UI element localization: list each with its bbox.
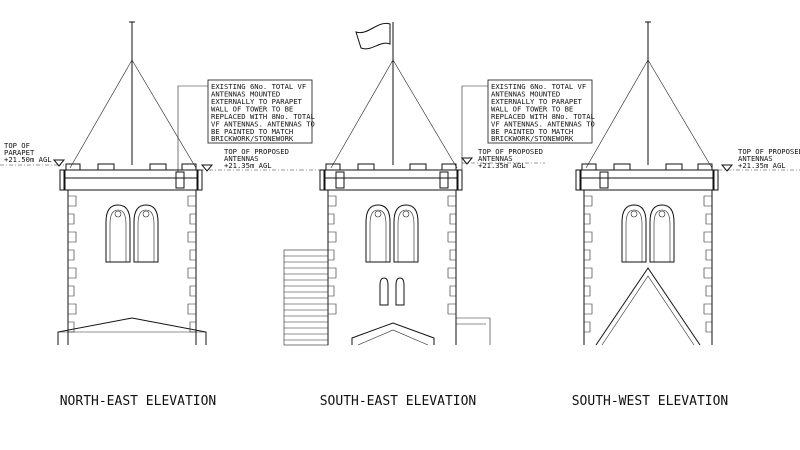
note-line-8: BRICKWORK/STONEWORK (211, 134, 294, 143)
antenna-right (456, 169, 463, 191)
nave-roof (57, 317, 207, 345)
elevation-title-south-west: SOUTH-WEST ELEVATION (572, 394, 729, 409)
antenna-right (196, 169, 203, 191)
parapet-band (323, 169, 459, 191)
antenna-front (599, 171, 609, 189)
proposed-level-line-1: TOP OF PROPOSED (478, 147, 543, 156)
nave-roof-left (283, 249, 329, 346)
belfry-window (105, 204, 159, 263)
tower-walls (583, 190, 713, 345)
elevation-title-north-east: NORTH-EAST ELEVATION (60, 394, 217, 409)
nave-roof-gable (595, 267, 701, 346)
note-line-7: BE PAINTED TO MATCH (211, 127, 293, 136)
proposed-level-line-2: ANTENNAS (224, 154, 259, 163)
antenna-front-right (439, 171, 449, 189)
lancet-windows (379, 277, 405, 306)
belfry-window (621, 204, 675, 263)
parapet-crenellation (581, 163, 713, 171)
quoins (584, 195, 712, 333)
note-line-3: EXTERNALLY TO PARAPET (211, 97, 303, 106)
proposed-level-marker (460, 157, 474, 165)
adjoining-roof-right (456, 317, 491, 345)
parapet-band (579, 169, 715, 191)
note-line-5: REPLACED WITH 8No. TOTAL (211, 112, 315, 121)
proposed-level-marker (720, 164, 734, 172)
north-east-elevation (0, 21, 300, 345)
proposed-level-line-2: ANTENNAS (738, 154, 773, 163)
guy-wire-left (69, 59, 133, 169)
tower-walls (327, 190, 457, 345)
note-box-south-west: EXISTING 6No. TOTAL VF ANTENNAS MOUNTED … (487, 79, 595, 144)
proposed-level-label-south-west: TOP OF PROPOSED ANTENNAS +21.35m AGL (738, 147, 800, 170)
quoins (68, 195, 196, 333)
parapet-band (63, 169, 199, 191)
proposed-level-value: +21.35m AGL (224, 161, 272, 170)
antenna-left (59, 169, 66, 191)
note-box-north-east: EXISTING 6No. TOTAL VF ANTENNAS MOUNTED … (207, 79, 315, 144)
nave-roof-gable-inner (601, 275, 695, 346)
belfry-window (365, 204, 419, 263)
south-east-elevation (283, 22, 545, 346)
proposed-level-line-2: ANTENNAS (478, 154, 513, 163)
proposed-level-label-south-east: TOP OF PROPOSED ANTENNAS +21.35m AGL (478, 147, 543, 170)
proposed-level-value: +21.35m AGL (478, 161, 526, 170)
parapet-level-line-1: TOP OF (4, 141, 30, 150)
parapet-level-line-2: PARAPET (4, 148, 35, 157)
porch-gable-inner (357, 329, 429, 346)
note-leader (177, 85, 208, 172)
parapet-crenellation (65, 163, 197, 171)
note-line-8: BRICKWORK/STONEWORK (491, 134, 574, 143)
parapet-crenellation (325, 163, 457, 171)
proposed-level-line-1: TOP OF PROPOSED (738, 147, 800, 156)
note-line-2: ANTENNAS MOUNTED (211, 90, 280, 99)
note-line-4: WALL OF TOWER TO BE (491, 105, 573, 114)
antenna-right (712, 169, 719, 191)
note-line-4: WALL OF TOWER TO BE (211, 105, 293, 114)
parapet-level-value: +21.50m AGL (4, 155, 52, 164)
antenna-front-left (335, 171, 345, 189)
note-line-3: EXTERNALLY TO PARAPET (491, 97, 583, 106)
parapet-level-label: TOP OF PARAPET +21.50m AGL (4, 141, 52, 164)
elevation-title-south-east: SOUTH-EAST ELEVATION (320, 394, 477, 409)
note-line-1: EXISTING 6No. TOTAL VF (491, 82, 586, 91)
note-line-5: REPLACED WITH 8No. TOTAL (491, 112, 595, 121)
quoins (328, 195, 456, 315)
note-leader (461, 85, 488, 172)
guy-wire-left (330, 59, 394, 169)
note-line-6: VF ANTENNAS. ANTENNAS TO (491, 120, 595, 129)
guy-wire-right (647, 59, 713, 169)
porch-gable (351, 322, 435, 345)
antenna-front (175, 171, 185, 189)
south-west-elevation (575, 21, 800, 346)
guy-wire-right (392, 59, 458, 169)
antenna-left (319, 169, 326, 191)
guy-wire-left (585, 59, 649, 169)
flag (355, 22, 391, 50)
proposed-level-marker (200, 164, 214, 172)
note-line-2: ANTENNAS MOUNTED (491, 90, 560, 99)
proposed-level-line-1: TOP OF PROPOSED (224, 147, 289, 156)
tower-walls (67, 190, 197, 345)
note-line-7: BE PAINTED TO MATCH (491, 127, 573, 136)
guy-wire-right (131, 59, 197, 169)
note-line-1: EXISTING 6No. TOTAL VF (211, 82, 306, 91)
antenna-left (575, 169, 582, 191)
proposed-level-value: +21.35m AGL (738, 161, 786, 170)
proposed-level-label-north-east: TOP OF PROPOSED ANTENNAS +21.35m AGL (224, 147, 289, 170)
parapet-level-marker (52, 159, 66, 167)
note-line-6: VF ANTENNAS. ANTENNAS TO (211, 120, 315, 129)
